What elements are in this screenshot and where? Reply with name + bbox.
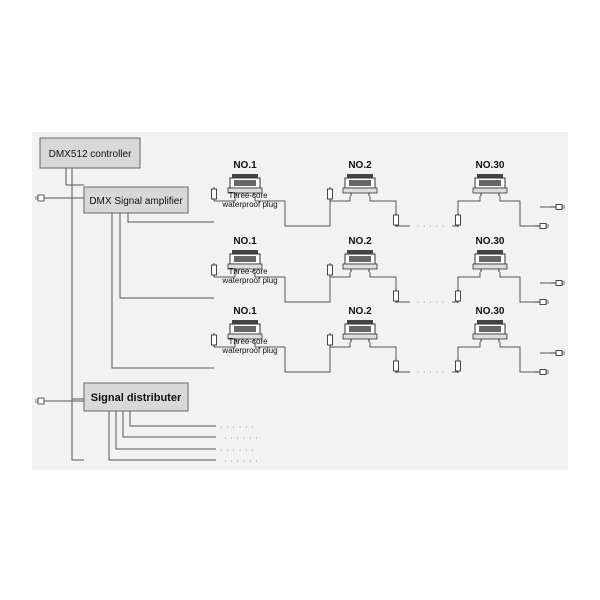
waterproof-plug-icon: [327, 332, 333, 348]
waterproof-plug-icon: [327, 262, 333, 278]
waterproof-plug-icon: [211, 332, 217, 348]
fixture-no2-icon: [342, 319, 378, 343]
signal-distributer-box: Signal distributer: [83, 382, 189, 412]
trunk-main-line: [71, 168, 84, 461]
fixture-no30-icon: [472, 173, 508, 197]
fixture-no30-icon: [472, 249, 508, 273]
terminal-plug-icon: [550, 280, 566, 286]
distributer-input-plug-icon: [35, 397, 45, 405]
amplifier-output-row-2: [119, 213, 214, 299]
amplifier-input-plug-icon: [35, 194, 45, 202]
continuation-dots: · · · · ·: [417, 223, 445, 230]
waterproof-plug-icon: [393, 288, 399, 304]
dmx-signal-amplifier-box: DMX Signal amplifier: [83, 186, 189, 214]
return-plug-icon: [534, 299, 550, 305]
fixture-number-label: NO.1: [233, 160, 257, 171]
distributer-output-dots-4: · · · · · ·: [224, 458, 259, 465]
controller-to-amplifier-line: [65, 168, 84, 186]
fixture-number-label: NO.2: [348, 306, 372, 317]
fixture-number-label: NO.30: [476, 160, 505, 171]
fixture-number-label: NO.2: [348, 160, 372, 171]
distributer-output-dots: · · · · · · · · · · · · · · · · · · · · …: [220, 424, 259, 465]
signal-distributer-label: Signal distributer: [91, 392, 182, 404]
waterproof-plug-icon: [211, 186, 217, 202]
amplifier-output-lines: [111, 213, 214, 369]
fixture-number-label: NO.1: [233, 236, 257, 247]
return-plug-icon: [534, 369, 550, 375]
amplifier-output-row-3: [111, 213, 214, 369]
waterproof-plug-icon: [393, 212, 399, 228]
distributer-output-dots-2: · · · · · ·: [224, 435, 259, 442]
terminal-plug-icon: [550, 350, 566, 356]
trunk-wiring: [44, 168, 84, 461]
row-wiring: [214, 342, 556, 373]
plug-caption-line-1: Three-core: [228, 337, 268, 346]
fixture-number-label: NO.30: [476, 236, 505, 247]
fixture-number-label: NO.1: [233, 306, 257, 317]
distributer-output-lines: [108, 411, 216, 461]
fixture-number-label: NO.2: [348, 236, 372, 247]
dmx-signal-amplifier-label: DMX Signal amplifier: [89, 196, 183, 207]
waterproof-plug-icon: [455, 358, 461, 374]
terminal-plug-icon: [550, 204, 566, 210]
fixture-number-label: NO.30: [476, 306, 505, 317]
return-plug-icon: [534, 223, 550, 229]
distributer-output-dots-1: · · · · · ·: [220, 424, 255, 431]
waterproof-plug-icon: [455, 288, 461, 304]
waterproof-plug-icon: [211, 262, 217, 278]
distributer-output-dots-3: · · · · · ·: [220, 447, 255, 454]
continuation-dots: · · · · ·: [417, 369, 445, 376]
amplifier-output-row-1: [127, 213, 214, 223]
fixture-no2-icon: [342, 249, 378, 273]
waterproof-plug-icon: [327, 186, 333, 202]
fixture-no30-icon: [472, 319, 508, 343]
plug-caption-line-2: waterproof plug: [221, 276, 277, 285]
dmx512-controller-box: DMX512 controller: [39, 137, 141, 169]
plug-caption-line-1: Three-core: [228, 267, 268, 276]
plug-caption-line-1: Three-core: [228, 191, 268, 200]
plug-caption-line-2: waterproof plug: [221, 346, 277, 355]
waterproof-plug-icon: [393, 358, 399, 374]
fixture-no2-icon: [342, 173, 378, 197]
continuation-dots: · · · · ·: [417, 299, 445, 306]
plug-caption-line-2: waterproof plug: [221, 200, 277, 209]
dmx512-controller-label: DMX512 controller: [49, 149, 132, 160]
waterproof-plug-icon: [455, 212, 461, 228]
row-wiring: [214, 196, 556, 227]
